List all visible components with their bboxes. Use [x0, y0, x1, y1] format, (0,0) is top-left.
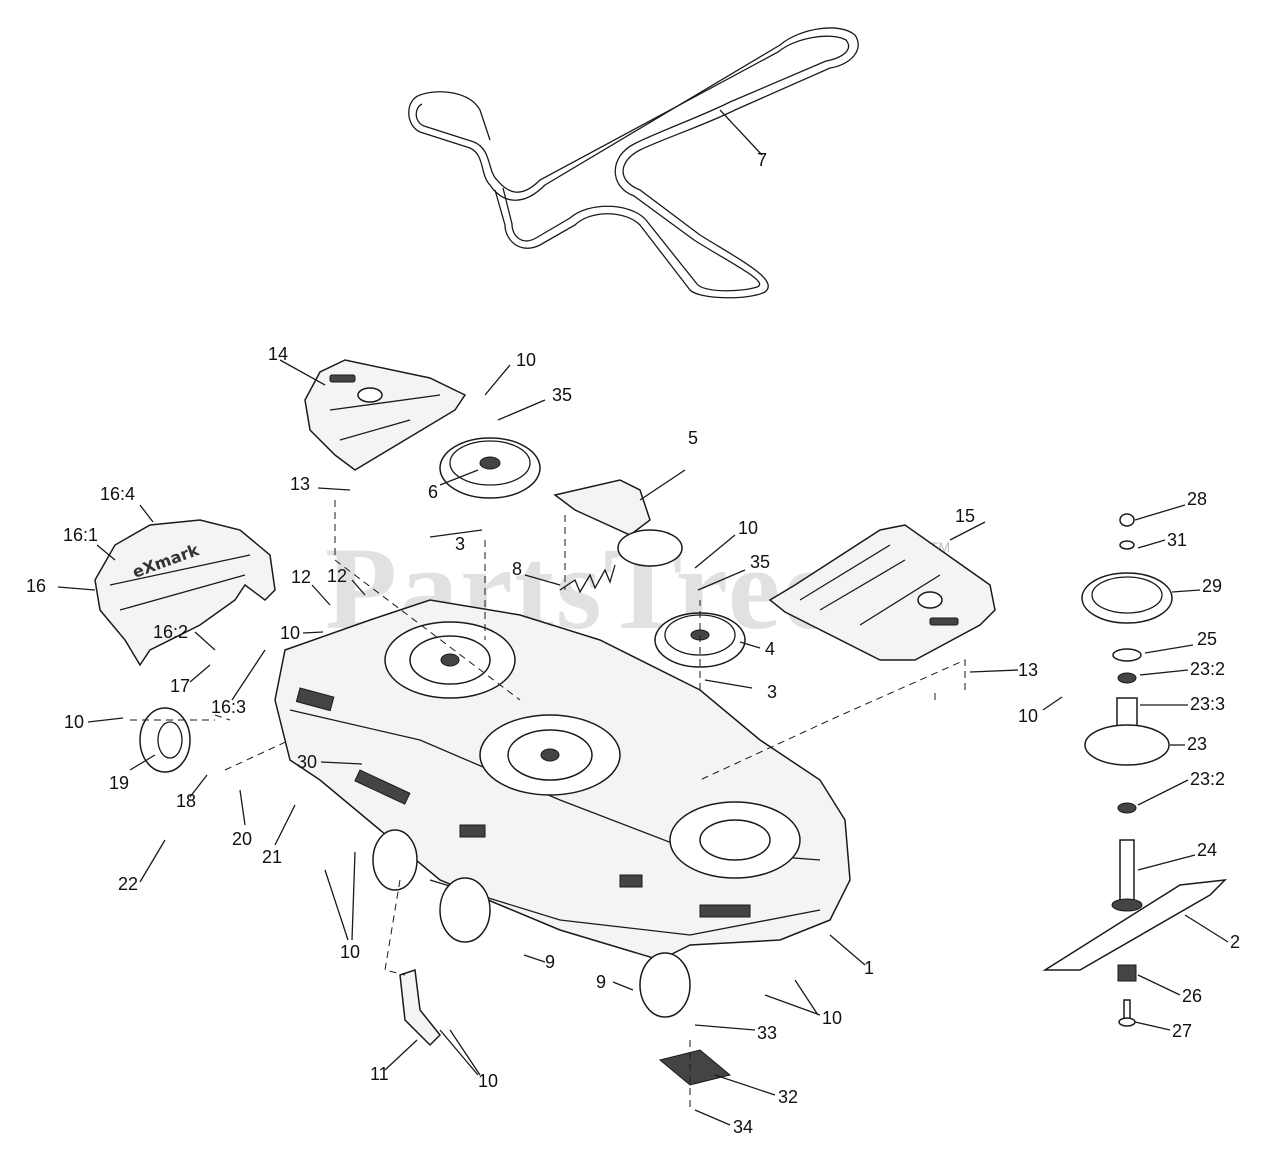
pulley-part-6 [439, 437, 541, 499]
callout-6: 6 [428, 482, 438, 502]
callout-13: 13 [290, 474, 310, 494]
callout-30: 30 [297, 752, 317, 772]
callout-10: 10 [478, 1071, 498, 1091]
callout-28: 28 [1187, 489, 1207, 509]
callout-8: 8 [512, 559, 522, 579]
belt-part-7 [408, 27, 859, 299]
callout-10: 10 [1018, 706, 1038, 726]
callout-18: 18 [176, 791, 196, 811]
left-belt-cover-part-14 [304, 359, 467, 471]
callout-23-2: 23:2 [1190, 769, 1225, 789]
callout-27: 27 [1172, 1021, 1192, 1041]
step-pad-part-32 [658, 1049, 732, 1086]
callout-23: 23 [1187, 734, 1207, 754]
callout-35: 35 [552, 385, 572, 405]
callout-10: 10 [822, 1008, 842, 1028]
spring-part-8 [559, 564, 616, 594]
callout-15: 15 [955, 506, 975, 526]
callout-13: 13 [1018, 660, 1038, 680]
callout-23-3: 23:3 [1190, 694, 1225, 714]
callout-17: 17 [170, 676, 190, 696]
callout-7: 7 [757, 150, 767, 170]
callout-35: 35 [750, 552, 770, 572]
callout-34: 34 [733, 1117, 753, 1137]
callout-29: 29 [1202, 576, 1222, 596]
callout-4: 4 [765, 639, 775, 659]
callout-23-2: 23:2 [1190, 659, 1225, 679]
callout-1: 1 [864, 958, 874, 978]
callout-21: 21 [262, 847, 282, 867]
callout-11: 11 [370, 1064, 389, 1084]
callout-16-2: 16:2 [153, 622, 188, 642]
callout-10: 10 [64, 712, 84, 732]
callout-9: 9 [596, 972, 606, 992]
callout-labels: 7 14 10 35 5 6 13 10 3 8 35 15 4 3 13 10… [26, 150, 1240, 1137]
callout-25: 25 [1197, 629, 1217, 649]
deck-wheels [372, 829, 691, 1018]
callout-33: 33 [757, 1023, 777, 1043]
callout-5: 5 [688, 428, 698, 448]
callout-16-1: 16:1 [63, 525, 98, 545]
callout-22: 22 [118, 874, 138, 894]
callout-19: 19 [109, 773, 129, 793]
callout-16: 16 [26, 576, 46, 596]
callout-26: 26 [1182, 986, 1202, 1006]
callout-16-3: 16:3 [211, 697, 246, 717]
callout-9: 9 [545, 952, 555, 972]
callout-14: 14 [268, 344, 288, 364]
callout-10: 10 [516, 350, 536, 370]
callout-3: 3 [767, 682, 777, 702]
assembly-lines [130, 500, 966, 1110]
callout-2: 2 [1230, 932, 1240, 952]
idler-arm-part-5 [553, 479, 683, 567]
mower-deck-part-1 [274, 599, 851, 961]
gauge-wheel-part-19 [139, 707, 191, 773]
callout-20: 20 [232, 829, 252, 849]
callout-24: 24 [1197, 840, 1217, 860]
callout-10: 10 [738, 518, 758, 538]
bracket-part-11 [399, 968, 442, 1047]
callout-16-4: 16:4 [100, 484, 135, 504]
callout-3: 3 [455, 534, 465, 554]
callout-10: 10 [280, 623, 300, 643]
callout-31: 31 [1167, 530, 1187, 550]
front-shield-part-16: eXmark [94, 519, 276, 667]
callout-10: 10 [340, 942, 360, 962]
callout-12: 12 [327, 566, 347, 586]
right-belt-cover-part-15 [768, 524, 996, 661]
callout-12: 12 [291, 567, 311, 587]
spindle-assembly [1042, 513, 1228, 1027]
callout-leaders [57, 109, 1229, 1126]
callout-32: 32 [778, 1087, 798, 1107]
